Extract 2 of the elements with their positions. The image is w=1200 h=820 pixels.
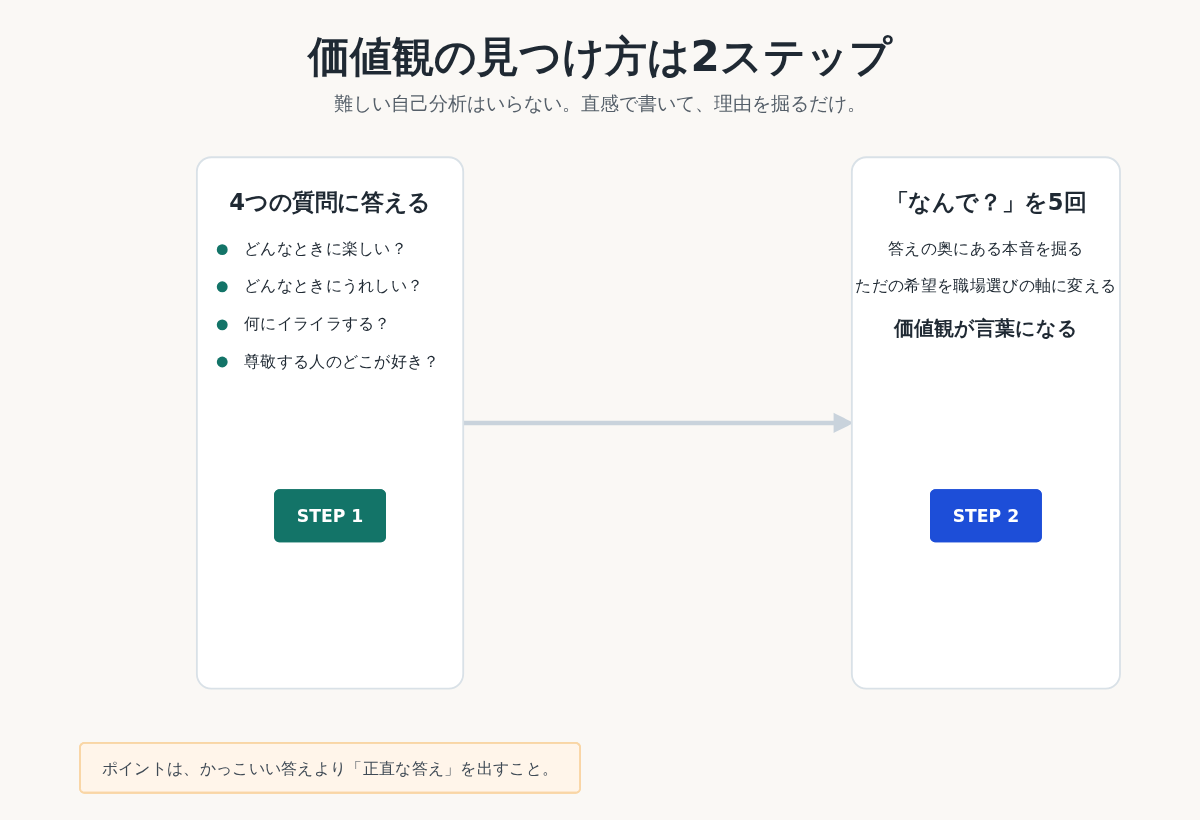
title: 価値観の見つけ方は2ステップ <box>308 31 892 83</box>
subtitle: 難しい自己分析はいらない。直感で書いて、理由を掘るだけ。 <box>334 90 866 116</box>
